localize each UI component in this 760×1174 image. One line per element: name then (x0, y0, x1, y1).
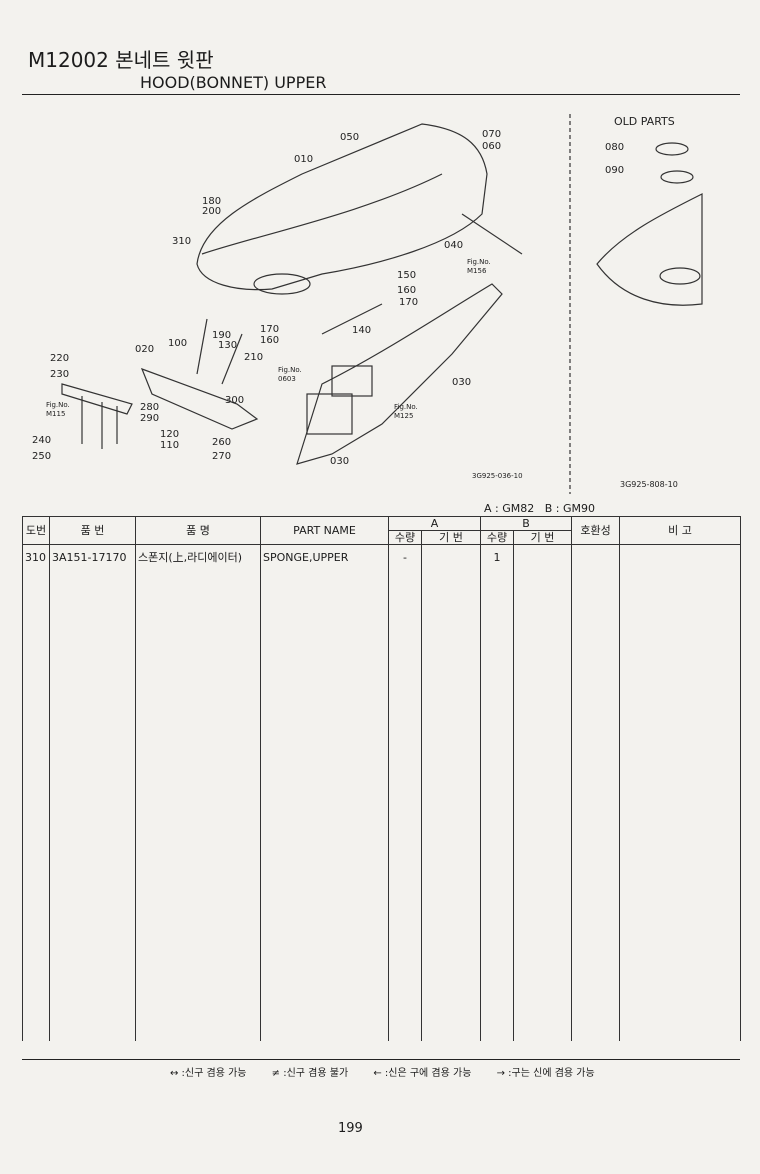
fig-ref-label: Fig.No. (394, 403, 418, 411)
cell-code-b (512, 544, 573, 1041)
footer-divider (22, 1059, 740, 1060)
callout-label: 040 (444, 240, 463, 251)
col-header-qty-a: 수량 (388, 530, 422, 545)
col-header-group-b: B (479, 516, 573, 531)
drawing-number: 3G925-036-10 (472, 472, 523, 480)
callout-label: 250 (32, 451, 51, 462)
cell-code-a (421, 544, 481, 1041)
callout-label: 080 (605, 142, 624, 153)
cell-no: 310 (22, 544, 50, 1041)
fig-ref-label: Fig.No. (467, 258, 491, 266)
title-divider (22, 94, 740, 95)
cell-part-no: 3A151-17170 (49, 544, 136, 1041)
exploded-parts-diagram: 050 070 060 010 180 200 310 040 150 160 … (32, 114, 703, 494)
table-row: 310 3A151-17170 스폰지(上,라디에이터) SPONGE,UPPE… (22, 544, 742, 1041)
side-panel-outline (296, 283, 503, 465)
hood-top-edge (201, 173, 443, 255)
cell-qty-b: 1 (480, 544, 514, 1041)
callout-label: 070 (482, 129, 501, 140)
callout-label: 210 (244, 352, 263, 363)
col-header-code-b: 기 번 (512, 530, 573, 545)
callout-label: 110 (160, 440, 179, 451)
callout-label: 150 (397, 270, 416, 281)
cell-qty-a: - (388, 544, 422, 1041)
legend-item: ← :신은 구에 겸용 가능 (373, 1068, 472, 1079)
fig-ref-label: M156 (467, 267, 487, 275)
col-header-name-en: PART NAME (260, 516, 389, 545)
hood-outline (196, 123, 488, 291)
fig-ref-label: Fig.No. (278, 366, 302, 374)
cell-name-kr: 스폰지(上,라디에이터) (135, 544, 261, 1041)
callout-label: 030 (452, 377, 471, 388)
model-variants: A : GM82 B : GM90 (484, 502, 595, 515)
cell-remarks (619, 544, 742, 1041)
callout-label: 160 (260, 335, 279, 346)
old-parts-title: OLD PARTS (614, 115, 675, 128)
old-drawing-number: 3G925-808-10 (620, 480, 678, 489)
callout-label: 190 (212, 330, 231, 341)
callout-label: 240 (32, 435, 51, 446)
fig-ref-label: M115 (46, 410, 65, 418)
left-bracket (61, 383, 133, 415)
fig-ref-label: Fig.No. (46, 401, 70, 409)
callout-label: 160 (397, 285, 416, 296)
callout-label: 180 (202, 196, 221, 207)
side-panel-window (306, 393, 353, 435)
col-header-remarks: 비 고 (619, 516, 742, 545)
callout-label: 280 (140, 402, 159, 413)
col-header-name-kr: 품 명 (135, 516, 261, 545)
callout-label: 230 (50, 369, 69, 380)
callout-label: 170 (399, 297, 418, 308)
callout-label: 130 (218, 340, 237, 351)
legend-item: → :구는 신에 겸용 가능 (496, 1068, 595, 1079)
callout-label: 120 (160, 429, 179, 440)
callout-label: 100 (168, 338, 187, 349)
callout-label: 020 (135, 344, 154, 355)
callout-label: 140 (352, 325, 371, 336)
callout-label: 260 (212, 437, 231, 448)
callout-label: 170 (260, 324, 279, 335)
callout-label: 220 (50, 353, 69, 364)
cell-compat (571, 544, 621, 1041)
callout-label: 300 (225, 395, 244, 406)
callout-label: 200 (202, 206, 221, 217)
page-subtitle: HOOD(BONNET) UPPER (140, 73, 327, 92)
page-title: M12002 본네트 윗판 (28, 48, 214, 72)
fig-ref-label: M125 (394, 412, 413, 420)
parts-table: 도번 품 번 품 명 PART NAME A B 호환성 비 고 수량 기 번 … (22, 516, 742, 1041)
fig-ref-label: 0603 (278, 375, 296, 383)
callout-label: 060 (482, 141, 501, 152)
col-header-compat: 호환성 (571, 516, 621, 545)
legend-item: ≠ :신구 겸용 불가 (271, 1068, 349, 1079)
callout-label: 090 (605, 165, 624, 176)
cell-name-en: SPONGE,UPPER (260, 544, 389, 1041)
side-panel-vent (331, 365, 373, 397)
callout-label: 010 (294, 154, 313, 165)
page-number: 199 (338, 1121, 363, 1136)
front-bracket (140, 367, 259, 430)
col-header-qty-b: 수량 (480, 530, 514, 545)
col-header-code-a: 기 번 (421, 530, 481, 545)
hood-cap-opening (253, 273, 311, 295)
callout-label: 270 (212, 451, 231, 462)
callout-label: 290 (140, 413, 159, 424)
callout-label: 030 (330, 456, 349, 467)
legend-item: ↔ :신구 겸용 가능 (170, 1068, 247, 1079)
callout-label: 050 (340, 132, 359, 143)
callout-label: 310 (172, 236, 191, 247)
compatibility-legend: ↔ :신구 겸용 가능 ≠ :신구 겸용 불가 ← :신은 구에 겸용 가능 →… (170, 1064, 617, 1079)
col-header-group-a: A (388, 516, 481, 531)
col-header-no: 도번 (22, 516, 50, 545)
col-header-part-no: 품 번 (49, 516, 136, 545)
